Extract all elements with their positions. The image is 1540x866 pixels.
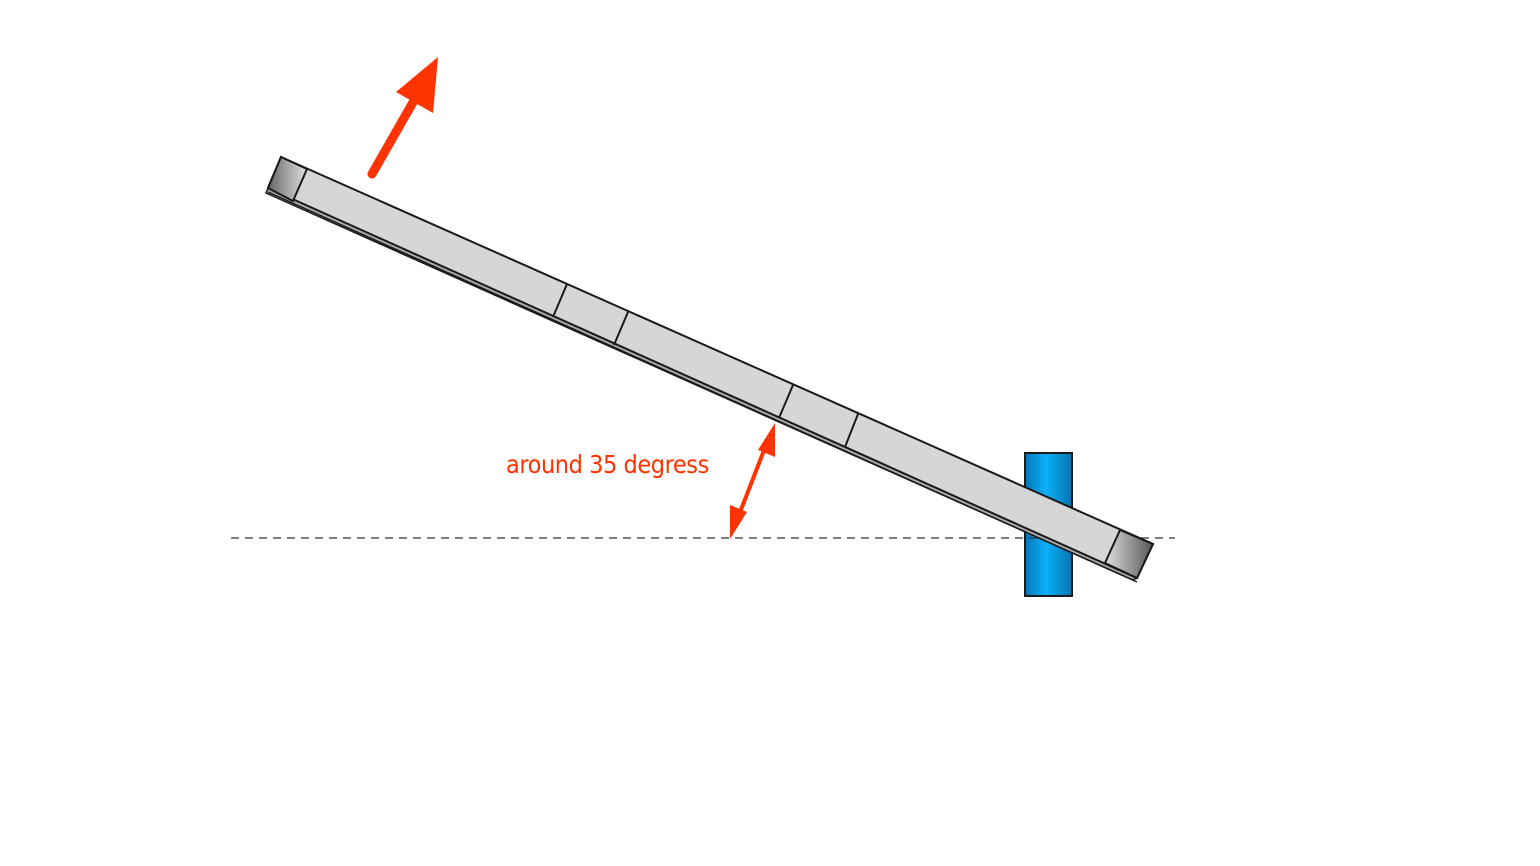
angle-double-arrow [730, 423, 775, 539]
panel-end-cap-left [266, 155, 309, 203]
panel-dividers [552, 283, 859, 448]
solar-panel [266, 155, 1155, 580]
angle-label: around 35 degress [506, 450, 709, 479]
lift-direction-arrow [367, 57, 438, 179]
panel-end-cap-right [1103, 528, 1155, 580]
